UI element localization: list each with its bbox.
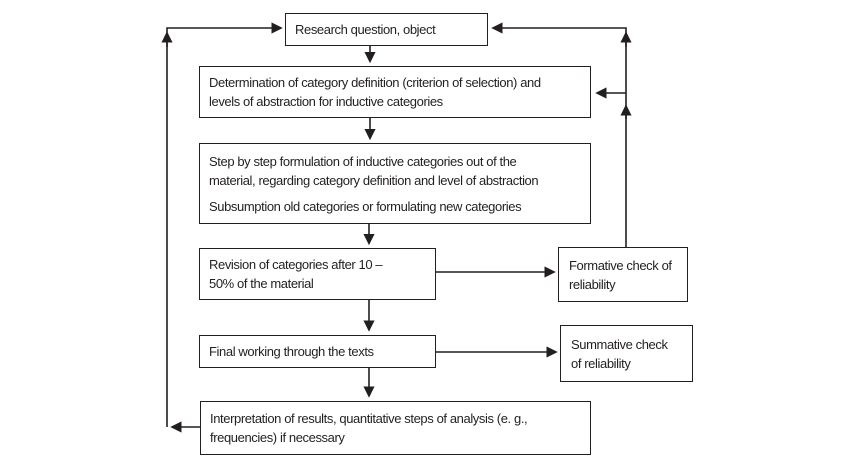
flow-box-category-definition-label: Determination of category definition (cr…	[209, 75, 541, 109]
flow-box-category-definition: Determination of category definition (cr…	[199, 66, 591, 118]
flow-box-revision: Revision of categories after 10 – 50% of…	[199, 248, 436, 300]
feedback-left-loop-line	[166, 22, 283, 427]
flow-box-interpretation: Interpretation of results, quantitative …	[200, 401, 591, 455]
flow-box-interpretation-label: Interpretation of results, quantitative …	[210, 411, 528, 445]
flow-box-revision-label: Revision of categories after 10 – 50% of…	[209, 257, 383, 291]
flow-box-summative-check-label: Summative check of reliability	[571, 336, 668, 371]
flow-box-final-working-label: Final working through the texts	[209, 344, 374, 359]
flow-box-research-question-label: Research question, object	[295, 22, 436, 37]
flow-box-formative-check-label: Formative check of reliability	[569, 257, 672, 292]
flow-box-research-question: Research question, object	[285, 13, 488, 46]
flow-box-formative-check: Formative check of reliability	[558, 247, 688, 302]
flow-box-final-working: Final working through the texts	[199, 335, 436, 368]
flow-box-step-formulation: Step by step formulation of inductive ca…	[199, 143, 591, 224]
feedback-right-loop-line	[491, 22, 627, 247]
flow-box-summative-check: Summative check of reliability	[560, 325, 693, 382]
flow-box-subsumption-label: Subsumption old categories or formulatin…	[209, 198, 522, 214]
flow-box-step-formulation-label: Step by step formulation of inductive ca…	[209, 153, 539, 188]
